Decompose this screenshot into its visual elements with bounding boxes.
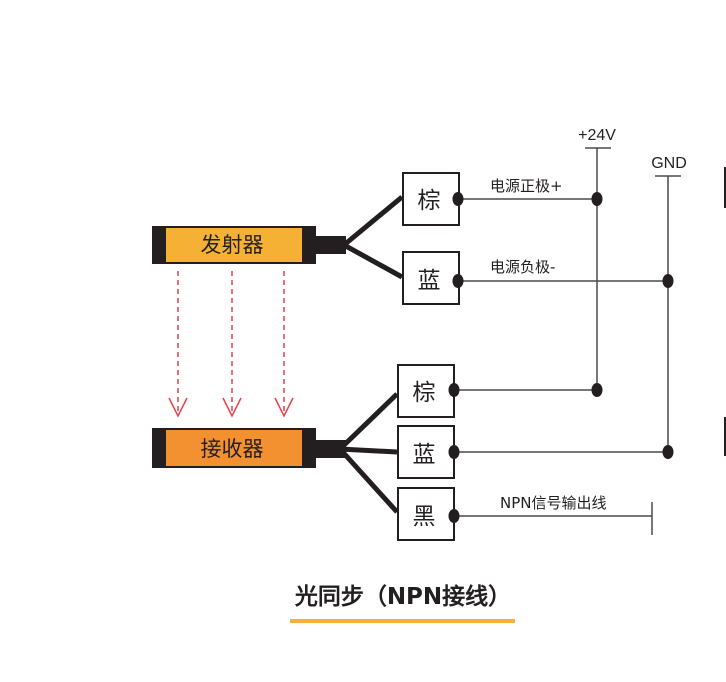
light-beam-arrowhead-icon bbox=[168, 397, 188, 418]
title-underline bbox=[290, 619, 515, 623]
positive-annotation: 电源正极+ bbox=[490, 177, 563, 195]
receiver-wire-blue: 蓝 bbox=[397, 425, 455, 479]
emitter-face bbox=[166, 228, 302, 262]
negative-annotation: 电源负极- bbox=[490, 258, 555, 276]
npn-output-annotation: NPN信号输出线 bbox=[500, 494, 607, 512]
receiver-wire-black: 黑 bbox=[397, 487, 455, 541]
light-beam-arrowhead-icon bbox=[222, 397, 242, 418]
receiver-label: 接收器 bbox=[201, 437, 264, 461]
receiver-sensor: 接收器 bbox=[152, 428, 346, 468]
receiver-face bbox=[166, 430, 302, 466]
emitter-connector bbox=[316, 236, 346, 254]
wire-color-label: 棕 bbox=[413, 380, 436, 406]
wire-color-label: 棕 bbox=[418, 188, 441, 214]
connection-dots bbox=[448, 192, 674, 523]
positive-rail-label: +24V bbox=[578, 127, 616, 144]
receiver-wire-brown: 棕 bbox=[397, 364, 455, 418]
light-beam-arrowhead-icon bbox=[274, 397, 294, 418]
emitter-wire-brown: 棕 bbox=[402, 172, 460, 226]
receiver-connector bbox=[316, 440, 346, 458]
wire-color-label: 蓝 bbox=[418, 268, 441, 294]
light-beams bbox=[168, 271, 294, 418]
emitter-wire-blue: 蓝 bbox=[402, 251, 460, 305]
circuit-lines bbox=[454, 147, 726, 535]
wire-color-label: 黑 bbox=[413, 504, 436, 530]
emitter-sensor: 发射器 bbox=[152, 226, 346, 264]
diagram-title: 光同步（NPN接线） bbox=[294, 583, 511, 610]
wire-color-label: 蓝 bbox=[413, 442, 436, 468]
ground-rail-label: GND bbox=[651, 155, 687, 172]
emitter-label: 发射器 bbox=[201, 233, 264, 257]
receiver-cables bbox=[338, 392, 399, 514]
emitter-cables bbox=[342, 195, 404, 280]
